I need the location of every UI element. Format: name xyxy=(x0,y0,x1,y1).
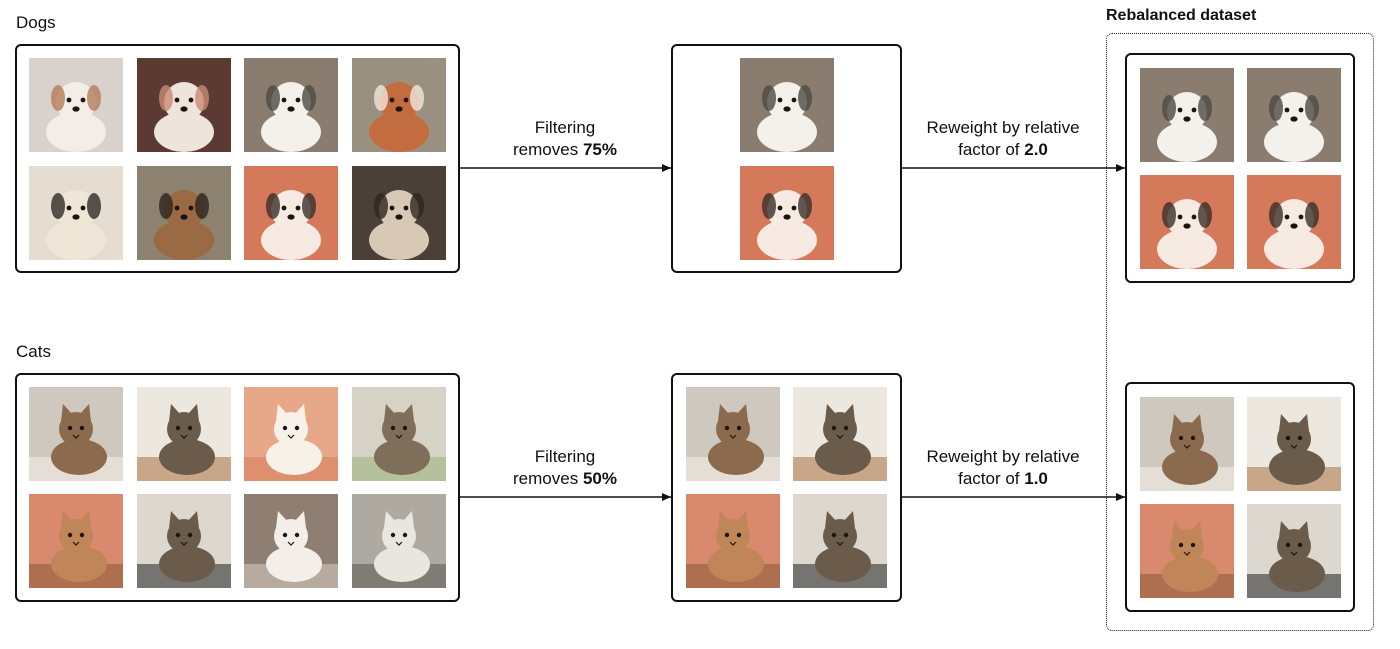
cat-photo xyxy=(29,387,123,481)
rebalanced-dataset-title: Rebalanced dataset xyxy=(1106,7,1257,24)
dog-photo xyxy=(137,58,231,152)
dog-photo xyxy=(29,58,123,152)
cat-photo xyxy=(352,494,446,588)
cat-photo xyxy=(686,494,780,588)
dog-photo xyxy=(1140,68,1234,162)
dog-photo xyxy=(1247,68,1341,162)
cat-photo xyxy=(686,387,780,481)
cat-photo xyxy=(137,387,231,481)
dog-filter-caption: Filtering removes 75% xyxy=(470,117,660,161)
cat-filter-prefix: removes xyxy=(513,469,583,488)
dog-photo xyxy=(244,166,338,260)
dog-photo xyxy=(352,58,446,152)
dog-photo xyxy=(352,166,446,260)
cat-photo xyxy=(1247,504,1341,598)
rebalanced-dataset-container xyxy=(1106,33,1374,631)
cat-photo xyxy=(244,494,338,588)
cat-reweight-line1: Reweight by relative xyxy=(926,447,1080,466)
cat-photo xyxy=(137,494,231,588)
dog-photo xyxy=(29,166,123,260)
dog-photo xyxy=(740,58,834,152)
cat-filter-line1: Filtering xyxy=(534,447,596,466)
dog-photo xyxy=(740,166,834,260)
dog-filter-value: 75% xyxy=(582,140,617,159)
cat-reweight-prefix: factor of xyxy=(958,469,1025,488)
cat-photo xyxy=(1140,504,1234,598)
dogs-label: Dogs xyxy=(16,13,56,32)
cat-reweight-value: 1.0 xyxy=(1024,469,1048,488)
cat-photo xyxy=(29,494,123,588)
cat-photo xyxy=(1247,397,1341,491)
cat-photo xyxy=(244,387,338,481)
dog-reweight-line1: Reweight by relative xyxy=(926,118,1080,137)
cat-filter-caption: Filtering removes 50% xyxy=(470,446,660,490)
dog-reweight-value: 2.0 xyxy=(1024,140,1048,159)
dog-photo xyxy=(244,58,338,152)
cat-photo xyxy=(1140,397,1234,491)
dog-reweight-caption: Reweight by relative factor of 2.0 xyxy=(908,117,1098,161)
dog-reweight-prefix: factor of xyxy=(958,140,1025,159)
cat-reweight-caption: Reweight by relative factor of 1.0 xyxy=(908,446,1098,490)
dog-photo xyxy=(1247,175,1341,269)
dog-filter-prefix: removes xyxy=(513,140,583,159)
cat-filter-value: 50% xyxy=(582,469,617,488)
cats-label: Cats xyxy=(16,342,51,361)
cat-photo xyxy=(352,387,446,481)
dog-filter-line1: Filtering xyxy=(534,118,596,137)
dog-photo xyxy=(1140,175,1234,269)
cat-photo xyxy=(793,387,887,481)
cat-photo xyxy=(793,494,887,588)
dog-photo xyxy=(137,166,231,260)
